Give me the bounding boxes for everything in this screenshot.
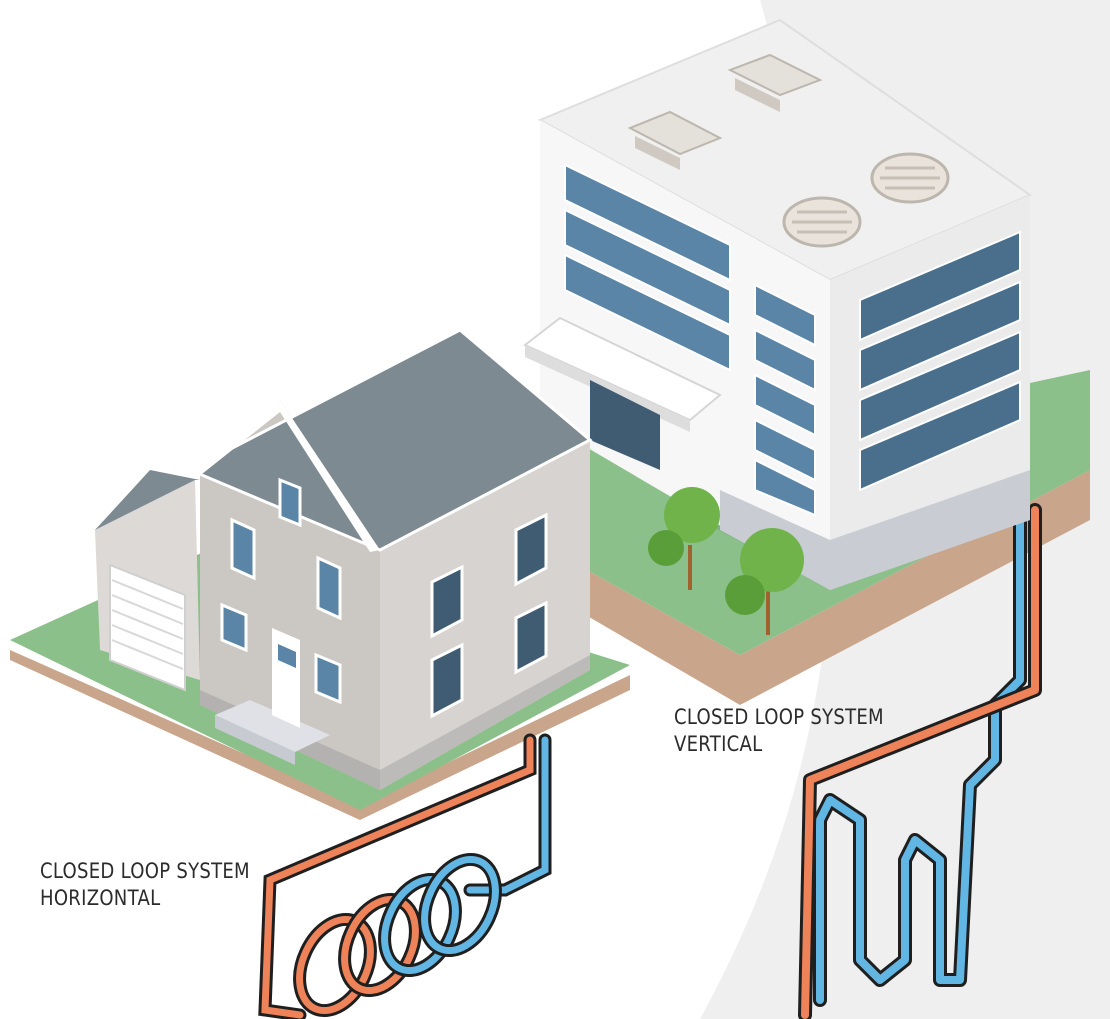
tree-icon bbox=[648, 487, 804, 635]
vertical-loop-pipes bbox=[798, 503, 1042, 1019]
label-closed-loop-horizontal: CLOSED LOOP SYSTEM HORIZONTAL bbox=[40, 858, 250, 912]
label-closed-loop-vertical: CLOSED LOOP SYSTEM VERTICAL bbox=[674, 704, 884, 758]
horizontal-loop-pipes bbox=[258, 733, 552, 1019]
rooftop-vent-icon bbox=[627, 53, 950, 248]
office-windows-right bbox=[859, 230, 1021, 492]
garage-door-icon bbox=[109, 563, 186, 692]
label-horizontal-line2: HORIZONTAL bbox=[40, 886, 161, 910]
office-building bbox=[523, 18, 1033, 590]
office-windows-left bbox=[564, 163, 816, 517]
label-vertical-line2: VERTICAL bbox=[674, 732, 763, 756]
house-icon bbox=[95, 328, 593, 790]
label-vertical-line1: CLOSED LOOP SYSTEM bbox=[674, 705, 884, 729]
label-horizontal-line1: CLOSED LOOP SYSTEM bbox=[40, 859, 250, 883]
